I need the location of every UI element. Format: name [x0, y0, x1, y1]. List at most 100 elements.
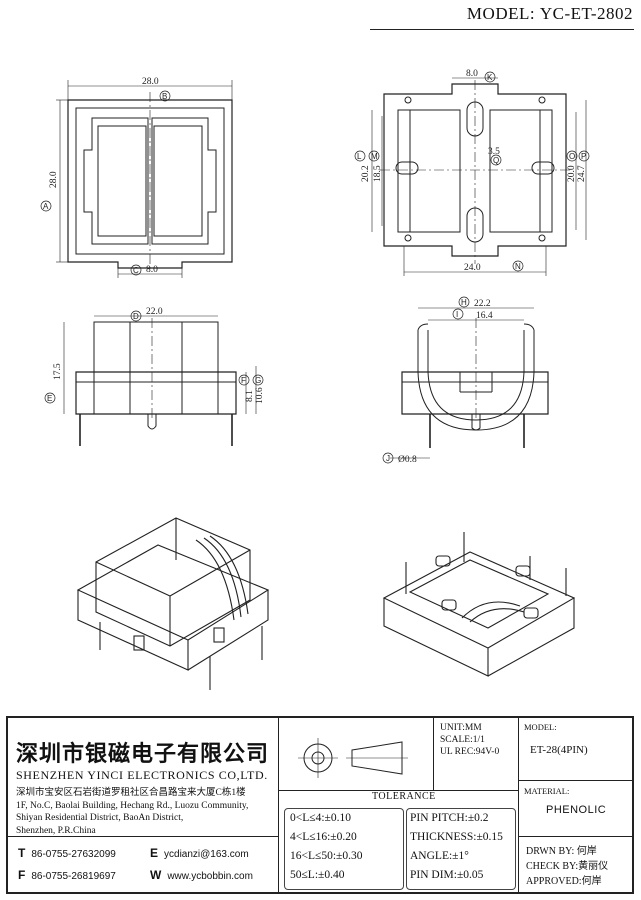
tol-right-1: THICKNESS:±0.15	[410, 831, 503, 843]
tolerance-box-left	[284, 808, 404, 890]
iso-view-bottom	[382, 532, 576, 677]
tb-model-label: MODEL:	[524, 722, 557, 732]
dim-top-left-height: 28.0	[49, 171, 59, 188]
tb-hline-2	[518, 780, 634, 781]
bottom-view-right	[371, 77, 587, 276]
side-view	[390, 307, 549, 459]
address-en-1: 1F, No.C, Baolai Building, Hechang Rd., …	[16, 800, 249, 811]
unit-block: UNIT:MM SCALE:1/1 UL REC:94V-0	[440, 722, 499, 758]
tel-label: T	[18, 846, 26, 860]
tol-left-2: 16<L≤50:±0.30	[290, 850, 363, 862]
web-address: www.ycbobbin.com	[167, 871, 253, 882]
dim-top-right-r2: 24.7	[577, 165, 587, 182]
callout-D: D	[133, 312, 139, 321]
callout-G-icon	[252, 374, 264, 386]
fax: F 86-0755-26819697	[18, 868, 116, 882]
callout-J-icon	[382, 452, 394, 464]
callout-N: N	[515, 262, 521, 271]
callout-G: G	[255, 376, 261, 385]
callout-K: K	[487, 73, 493, 82]
tol-left-1: 4<L≤16:±0.20	[290, 831, 357, 843]
model-header: MODEL: YC-ET-2802	[353, 4, 633, 30]
drawn-by: DRWN BY: 何岸	[526, 846, 597, 857]
tol-right-0: PIN PITCH:±0.2	[410, 812, 489, 824]
address: 深圳市宝安区石岩街道罗租社区合昌路宝来大厦C栋1楼 1F, No.C, Baol…	[16, 787, 274, 837]
callout-C: C	[133, 266, 139, 275]
company-name-en: SHENZHEN YINCI ELECTRONICS CO,LTD.	[16, 768, 268, 782]
model-header-value: YC-ET-2802	[539, 4, 633, 23]
callout-M-icon	[368, 150, 380, 162]
callout-Q-icon	[490, 154, 502, 166]
callout-Q: Q	[493, 156, 499, 165]
model-header-label: MODEL:	[466, 4, 536, 23]
tb-hline-4	[8, 836, 278, 837]
top-view-left	[56, 80, 233, 278]
tel-number: 86-0755-27632099	[31, 849, 116, 860]
callout-D-icon	[130, 310, 142, 322]
tolerance-title: TOLERANCE	[372, 791, 436, 802]
material-label: MATERIAL:	[524, 786, 570, 796]
callout-J: J	[386, 454, 390, 463]
email-address: ycdianzi@163.com	[164, 849, 249, 860]
callout-M: M	[371, 152, 378, 161]
dim-front-width: 22.0	[146, 307, 163, 317]
callout-O: O	[569, 152, 575, 161]
technical-drawing: 28.0 28.0 8.0 A B C 8.0 20.2 18.5 3.5 20…	[40, 69, 590, 690]
dim-top-left-slot: 8.0	[146, 265, 158, 275]
tb-hline-1	[278, 790, 518, 791]
scale-text: SCALE:1/1	[440, 735, 485, 745]
approved-by: APPROVED:何岸	[526, 876, 602, 887]
dim-top-right-h1: 20.2	[361, 165, 371, 182]
dim-front-h2: 10.6	[255, 387, 265, 404]
tol-left-0: 0<L≤4:±0.10	[290, 812, 351, 824]
unit-text: UNIT:MM	[440, 723, 482, 733]
callout-F-icon	[238, 374, 250, 386]
callout-C-icon	[130, 264, 142, 276]
callout-H: H	[461, 298, 467, 307]
callout-L-icon	[354, 150, 366, 162]
address-en-3: Shenzhen, P.R.China	[16, 825, 96, 836]
callout-P-icon	[578, 150, 590, 162]
callout-I: I	[456, 310, 458, 319]
callout-E-icon	[44, 392, 56, 404]
callout-L: L	[357, 152, 362, 161]
dim-pin-dia: Ø0.8	[398, 455, 417, 465]
dim-side-inner: 16.4	[476, 311, 493, 321]
dim-top-right-mid: 3.5	[488, 147, 500, 157]
projection-symbol-icon	[298, 738, 408, 778]
dim-top-right-h2: 18.5	[373, 165, 383, 182]
address-en-2: Shiyan Residential District, BaoAn Distr…	[16, 813, 184, 823]
tb-divider-2	[433, 718, 434, 790]
callout-P: P	[581, 152, 586, 161]
tel: T 86-0755-27632099	[18, 846, 116, 860]
email-label: E	[150, 846, 159, 860]
callout-H-icon	[458, 296, 470, 308]
web-label: W	[150, 868, 162, 882]
title-block: 深圳市银磁电子有限公司 SHENZHEN YINCI ELECTRONICS C…	[6, 716, 634, 894]
callout-N-icon	[512, 260, 524, 272]
dim-front-height: 17.5	[53, 363, 63, 380]
callout-A-icon	[40, 200, 52, 212]
iso-view-top	[76, 517, 270, 690]
dim-front-h1: 8.1	[245, 390, 255, 402]
header-underline	[370, 29, 634, 30]
dim-top-right-top: 8.0	[466, 69, 478, 79]
callout-E: E	[47, 394, 52, 403]
company-name-cn: 深圳市银磁电子有限公司	[16, 741, 270, 767]
tolerance-box-right	[406, 808, 516, 890]
callout-F: F	[241, 376, 246, 385]
tb-model-value: ET-28(4PIN)	[530, 744, 588, 756]
front-view	[63, 315, 257, 446]
callout-K-icon	[484, 71, 496, 83]
callout-A: A	[43, 202, 49, 211]
callout-I-icon	[452, 308, 464, 320]
fax-number: 86-0755-26819697	[31, 871, 116, 882]
dim-side-outer: 22.2	[474, 299, 491, 309]
tol-right-3: PIN DIM:±0.05	[410, 869, 484, 881]
fax-label: F	[18, 868, 26, 882]
address-cn: 深圳市宝安区石岩街道罗租社区合昌路宝来大厦C栋1楼	[16, 788, 246, 798]
tb-divider-3	[518, 718, 519, 892]
tb-hline-3	[518, 836, 634, 837]
material-value: PHENOLIC	[546, 804, 607, 816]
